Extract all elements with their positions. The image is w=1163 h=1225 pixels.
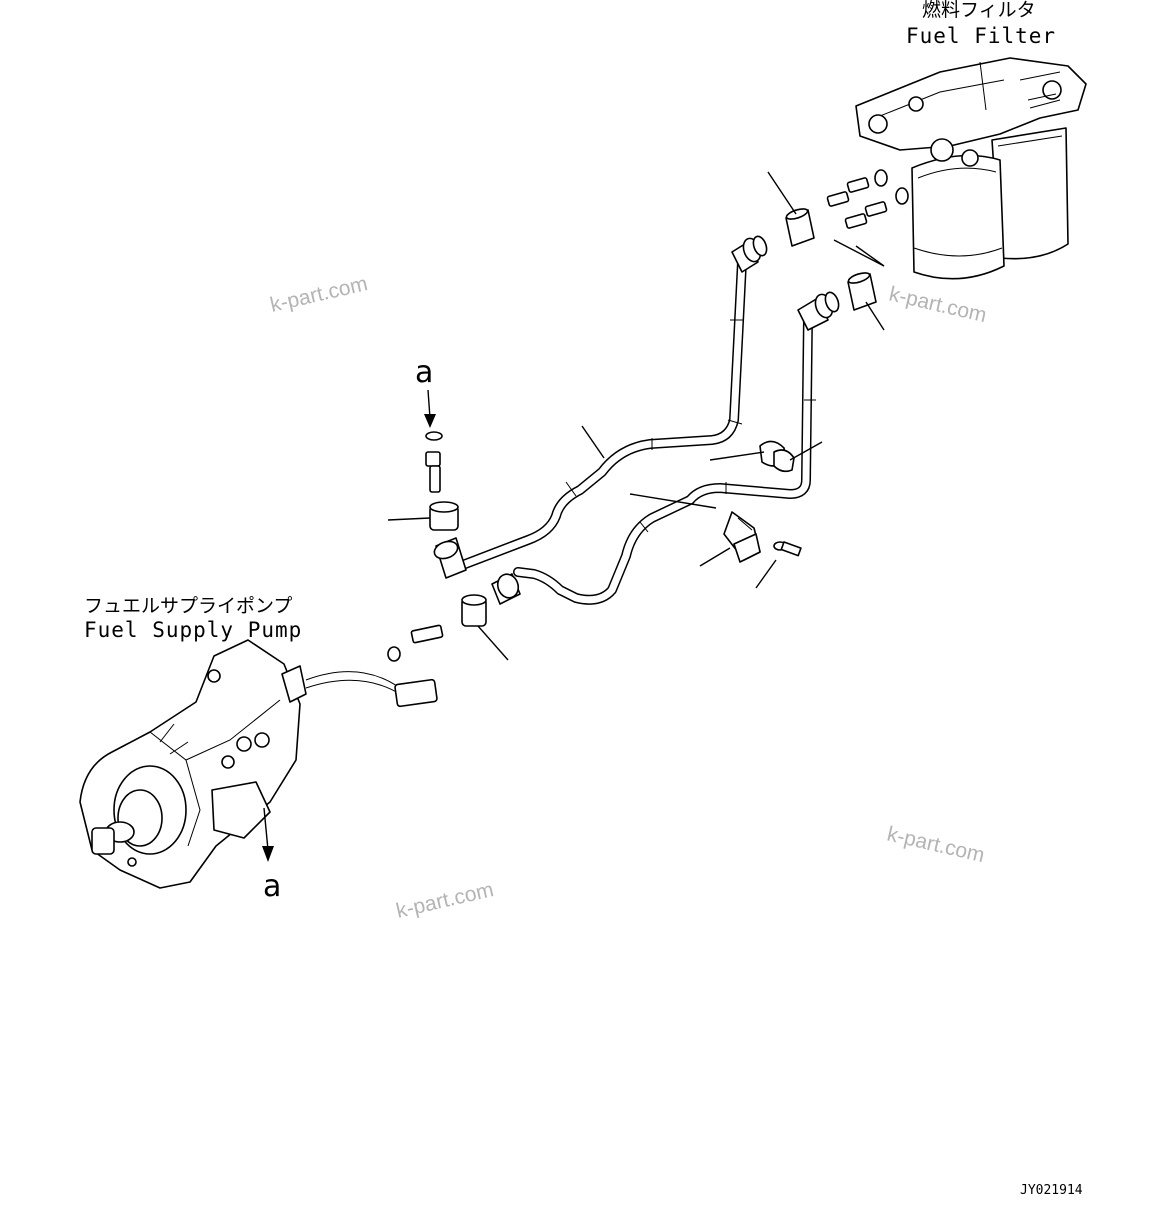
supply-pump-label-en: Fuel Supply Pump [84,618,302,642]
arrow-bottom [262,846,274,862]
pump-fittings [387,431,487,662]
hose-end-fittings [433,235,840,605]
fuel-filter-label-jp: 燃料フィルタ [922,0,1036,21]
watermark-3: k-part.com [885,822,987,867]
filter-fittings [785,169,909,311]
watermarks: k-part.com k-part.com k-part.com k-part.… [268,272,989,923]
bracket-and-bolt [723,511,802,563]
fuel-supply-pump [79,639,438,889]
drawing-code: JY021914 [1020,1183,1083,1198]
arrow-top [424,414,436,428]
watermark-4: k-part.com [394,878,496,923]
marker-a-top: a [415,355,433,390]
fuel-hoses [455,257,816,605]
fuel-filter-assembly [855,57,1087,280]
leader-lines [262,171,885,862]
watermark-2: k-part.com [887,282,989,327]
hose-clips [759,440,795,473]
marker-a-bottom: a [263,869,281,904]
fuel-filter-label-en: Fuel Filter [906,24,1056,48]
supply-pump-label-jp: フュエルサプライポンプ [84,595,292,617]
watermark-1: k-part.com [268,272,370,317]
